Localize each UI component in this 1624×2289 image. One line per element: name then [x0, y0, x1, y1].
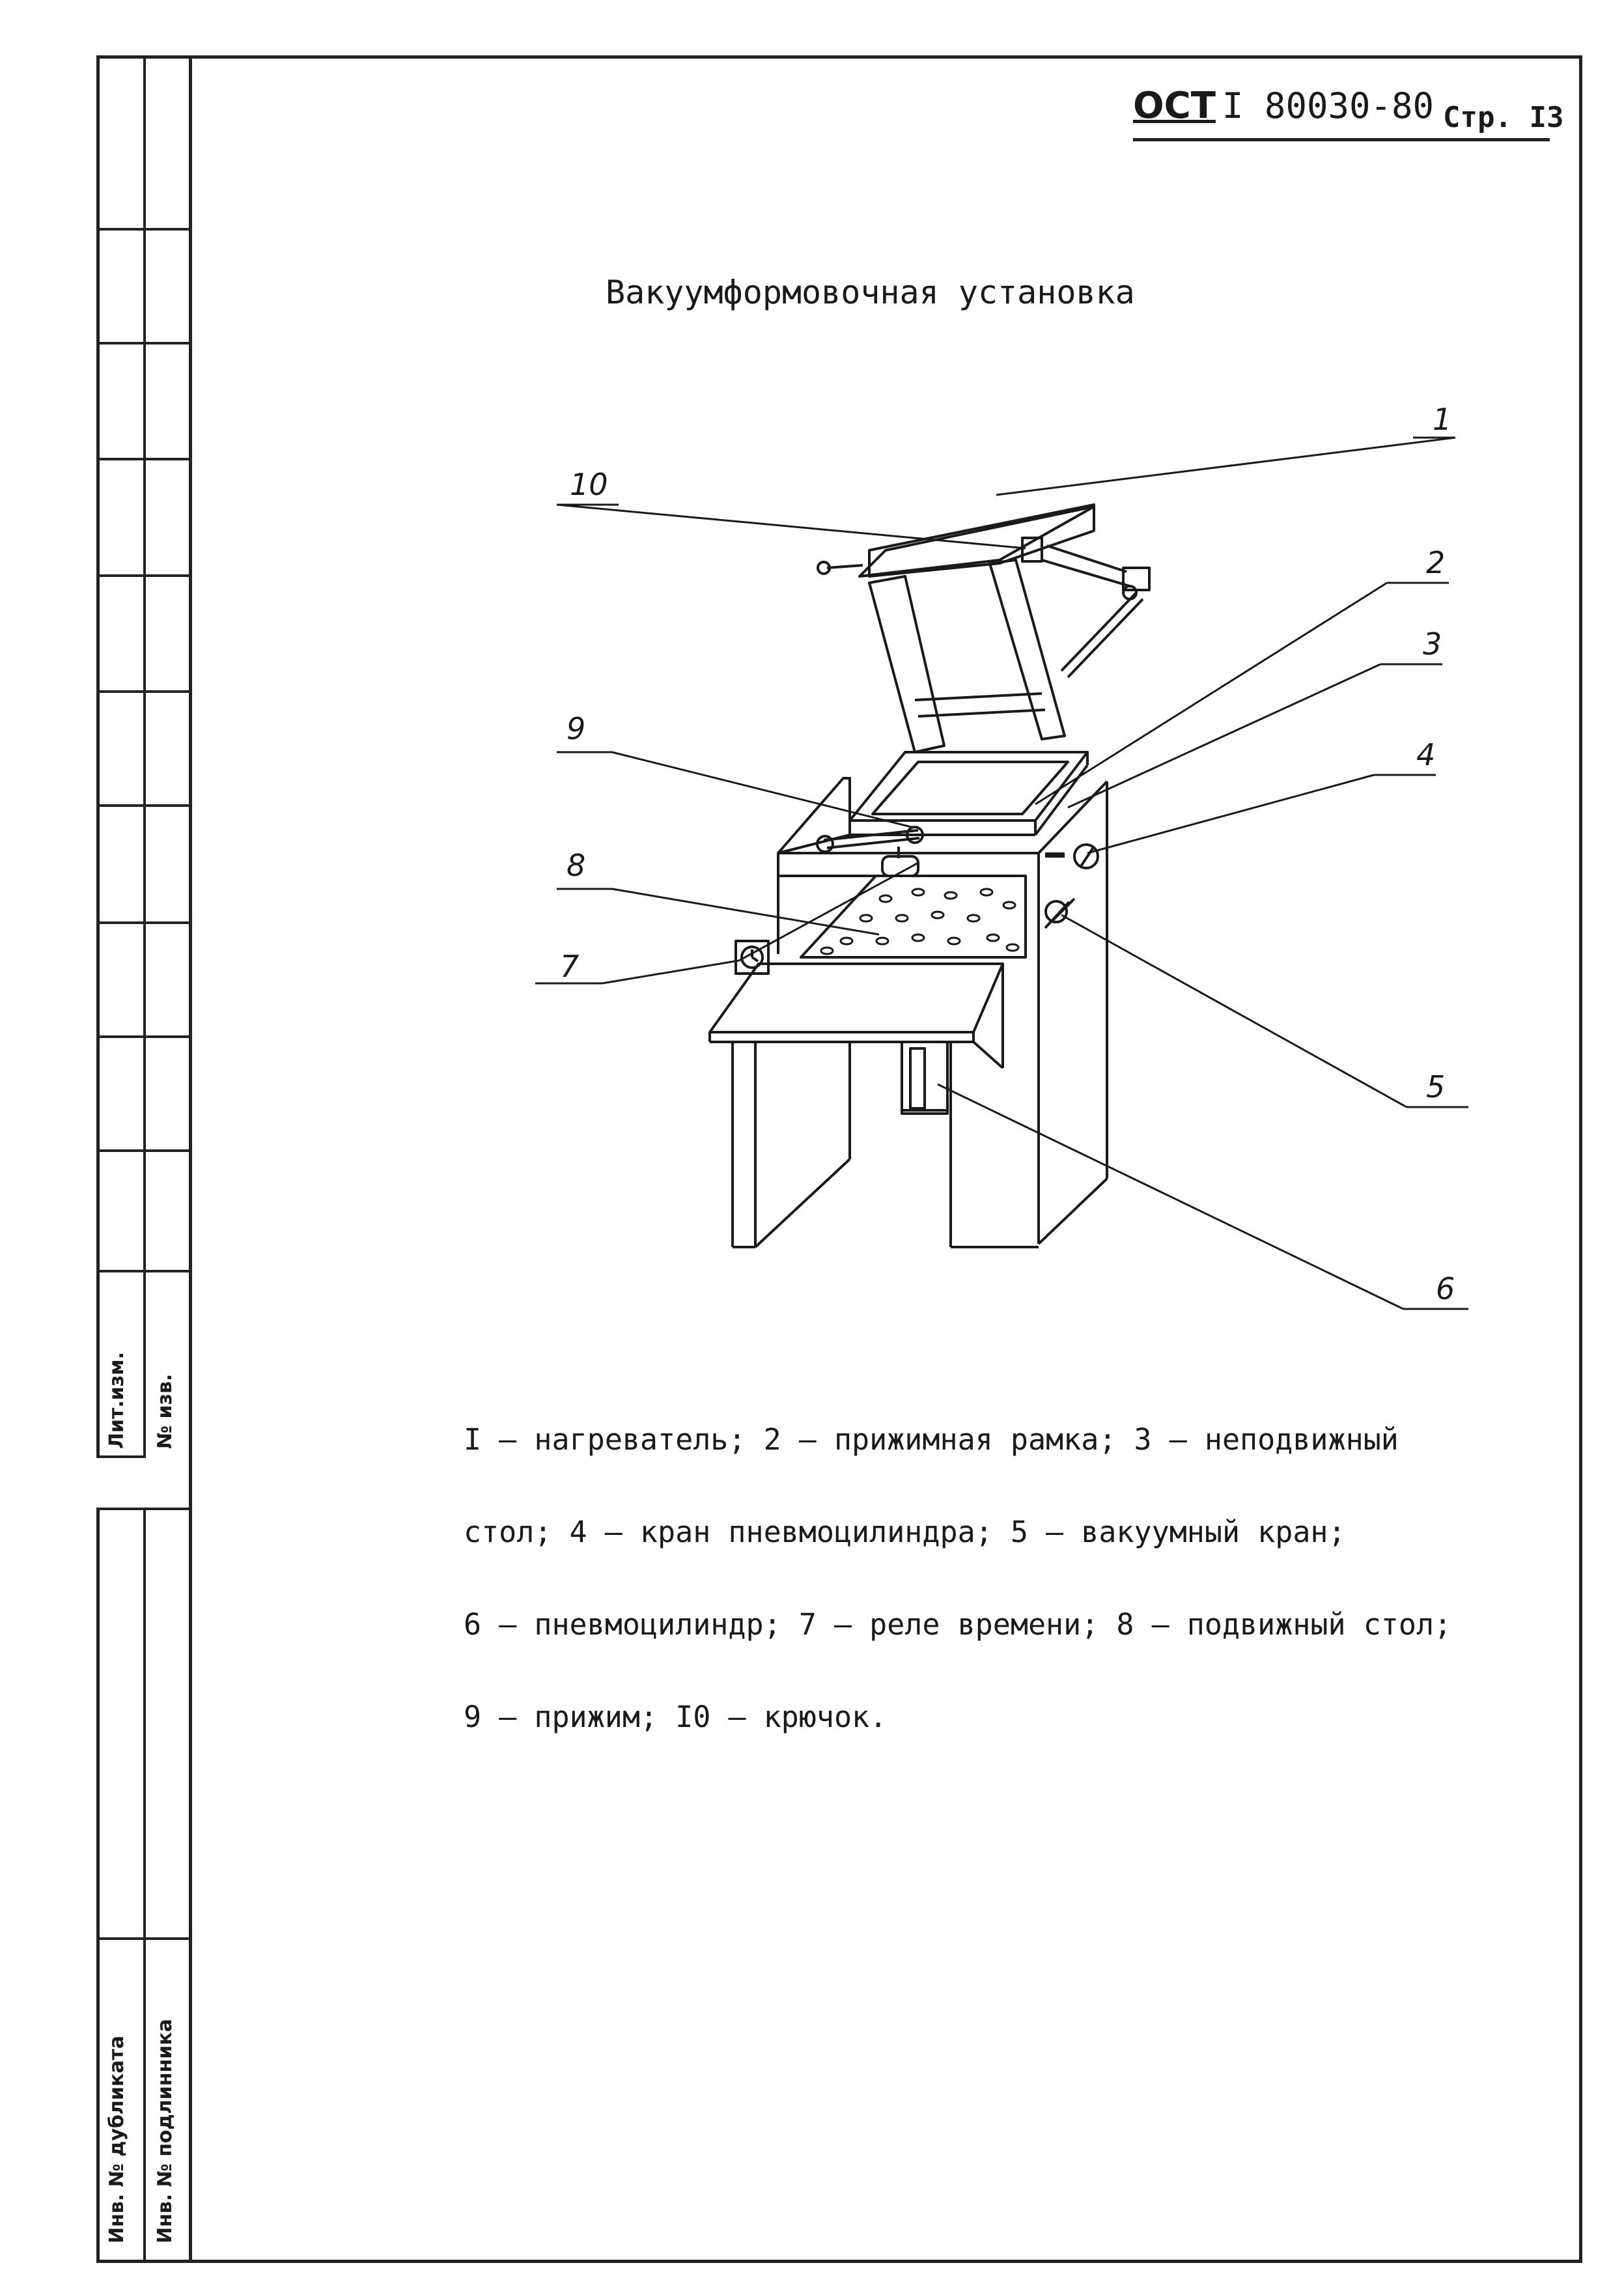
page-frame — [189, 55, 1582, 2263]
legend: I – нагреватель; 2 – прижимная рамка; 3 … — [464, 1394, 1597, 1763]
page-title: Вакуумформовочная установка — [606, 274, 1135, 311]
lit-izm-label: Лит.изм. — [105, 1351, 128, 1449]
front-shelf-and-legs — [708, 962, 1039, 1248]
strip-row-line — [96, 804, 192, 807]
strip-divider-upper — [143, 55, 146, 1455]
legend-line: 6 – пневмоцилиндр; 7 – реле времени; 8 –… — [464, 1607, 1452, 1642]
strip-row-line — [96, 690, 192, 693]
document-number: I 80030-80 — [1222, 85, 1435, 126]
hook-mechanism — [1041, 544, 1151, 679]
strip-row-line — [96, 574, 192, 577]
callout-1: 1 — [1433, 402, 1451, 437]
strip-top-line — [96, 55, 192, 59]
inv-dublikata-label: Инв. № дубликата — [105, 2035, 128, 2243]
strip-bottom-line — [96, 2260, 192, 2263]
heater-lid — [817, 503, 1095, 578]
strip-row-line — [96, 1455, 146, 1458]
strip-divider-lower — [143, 1508, 146, 2263]
vacuum-forming-machine-drawing: 1 2 3 4 5 6 7 8 9 10 — [535, 402, 1468, 1310]
revision-strip: Лит.изм. № изв. Инв. № дубликата Инв. № … — [96, 55, 192, 2263]
legend-line: 9 – прижим; I0 – крючок. — [464, 1700, 888, 1734]
strip-row-line — [96, 342, 192, 344]
strip-row-line — [96, 1149, 192, 1152]
strip-row-line — [96, 1508, 192, 1510]
page-number: Стр. I3 — [1443, 101, 1564, 134]
legend-line: I – нагреватель; 2 – прижимная рамка; 3 … — [464, 1422, 1399, 1457]
header-underline — [1133, 138, 1550, 141]
callout-4: 4 — [1416, 737, 1435, 772]
lid-arms — [868, 559, 1066, 753]
timer-relay — [735, 940, 770, 975]
strip-row-line — [96, 228, 192, 231]
valves — [1044, 843, 1099, 929]
callout-9: 9 — [567, 711, 585, 746]
callout-10: 10 — [570, 467, 608, 502]
leader-lines — [535, 436, 1468, 1310]
movable-table — [800, 875, 1027, 959]
callout-6: 6 — [1436, 1271, 1455, 1306]
callout-2: 2 — [1426, 545, 1445, 580]
legend-line: стол; 4 – кран пневмоцилиндра; 5 – вакуу… — [464, 1515, 1346, 1549]
strip-border-left-upper — [96, 55, 100, 1455]
callout-labels: 1 2 3 4 5 6 7 8 9 10 — [560, 402, 1455, 1306]
strip-row-line — [96, 921, 192, 924]
callout-8: 8 — [567, 848, 585, 883]
standard-code: ОСТ — [1133, 85, 1216, 127]
strip-row-line — [96, 1270, 192, 1272]
pneumatic-cylinder — [901, 1041, 949, 1115]
clamp-handle — [816, 826, 924, 877]
callout-7: 7 — [560, 949, 579, 984]
callout-5: 5 — [1426, 1069, 1445, 1104]
no-izv-label: № изв. — [154, 1373, 176, 1449]
strip-row-line — [96, 1937, 192, 1940]
callout-3: 3 — [1423, 626, 1442, 662]
strip-row-line — [96, 458, 192, 460]
inv-podlinnika-label: Инв. № подлинника — [154, 2019, 176, 2243]
strip-border-left-lower — [96, 1508, 100, 2263]
strip-row-line — [96, 1035, 192, 1038]
